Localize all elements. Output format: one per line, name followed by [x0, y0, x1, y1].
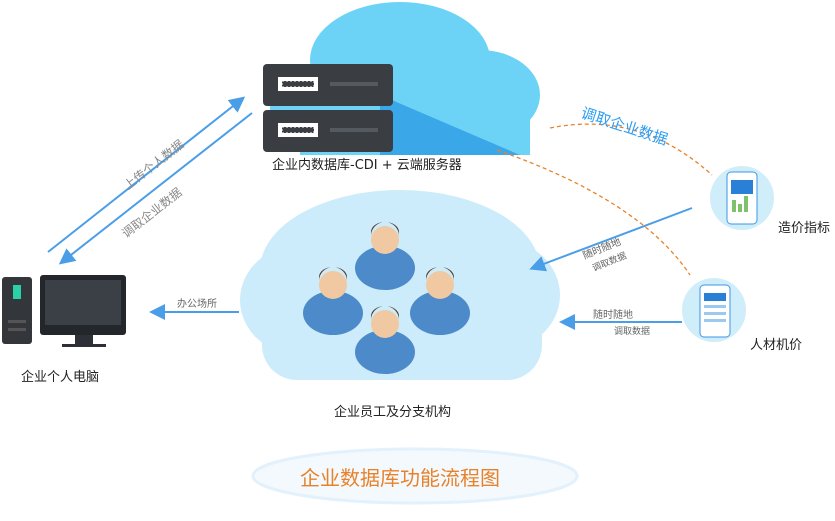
edge-anytime-2-sub-label: 调取数据 [614, 327, 651, 337]
arrow-fetch-left [58, 112, 253, 265]
dashed-curve-bottom [496, 149, 691, 276]
node-server-label: 企业内数据库-CDI + 云端服务器 [272, 158, 462, 173]
person-icon [303, 267, 363, 335]
person-icon [355, 222, 415, 290]
cost-phone-icon [710, 166, 774, 230]
person-icon [410, 267, 470, 335]
people-icons [303, 222, 470, 374]
material-phone-icon [682, 278, 746, 342]
server-icon [263, 64, 393, 152]
edge-office-label: 办公场所 [177, 299, 217, 310]
arrow-cost [529, 207, 693, 272]
computer-icon [2, 275, 126, 347]
node-employees-label: 企业员工及分支机构 [334, 405, 452, 420]
node-material-label: 人材机价 [750, 338, 803, 353]
node-cost-label: 造价指标 [778, 221, 831, 236]
person-icon [355, 306, 415, 374]
node-pc-label: 企业个人电脑 [21, 370, 100, 385]
arrow-upload [47, 96, 246, 253]
edge-anytime-2-label: 随时随地 [593, 310, 633, 321]
dashed-curve-top [549, 123, 713, 176]
diagram-title: 企业数据库功能流程图 [300, 466, 500, 490]
title-glow [251, 447, 579, 505]
